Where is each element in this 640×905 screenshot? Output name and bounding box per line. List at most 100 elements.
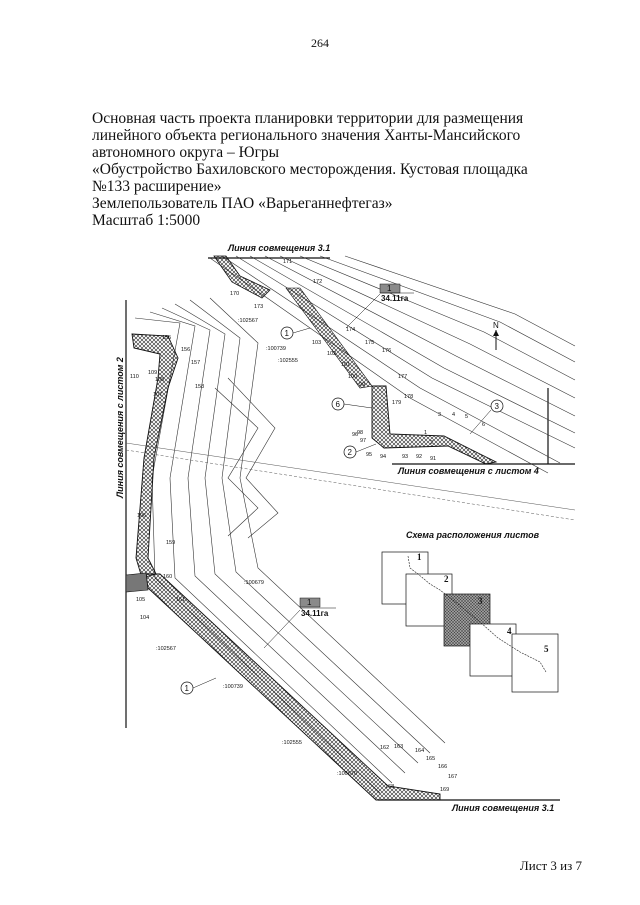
scheme-sheet-4 [469, 623, 517, 677]
svg-text:110: 110 [130, 374, 139, 380]
svg-text:95: 95 [366, 452, 372, 458]
svg-text:3: 3 [438, 412, 441, 418]
parcel-label-102567-top: :102567 [238, 318, 258, 324]
svg-text:1: 1 [185, 684, 190, 693]
svg-text:3: 3 [495, 402, 500, 411]
circle-marker-3: 3 [469, 399, 504, 435]
north-label: N [493, 321, 499, 330]
svg-text:172: 172 [313, 279, 322, 285]
svg-text:96: 96 [352, 432, 358, 438]
scale: Масштаб 1:5000 [92, 212, 201, 229]
svg-text:161: 161 [176, 597, 185, 603]
area-tag-bottom-value: 34.11га [301, 609, 329, 618]
parcel-label-100679: :100679 [244, 580, 264, 586]
svg-text:170: 170 [230, 291, 239, 297]
sheet-layout-scheme: Схема расположения листов 1 2 3 4 5 [381, 530, 559, 693]
svg-text:177: 177 [398, 374, 407, 380]
inner-boundary-2 [227, 377, 279, 539]
svg-text:167: 167 [448, 774, 457, 780]
svg-text:91: 91 [430, 456, 436, 462]
svg-text:104: 104 [140, 615, 149, 621]
svg-text:2: 2 [444, 574, 449, 584]
svg-text:1: 1 [417, 552, 422, 562]
area-tag-bottom: 1 34.11га [263, 597, 336, 649]
allotment-diag-top [285, 287, 373, 389]
match-line-left-label: Линия совмещения с листом 2 [115, 357, 125, 499]
svg-text:6: 6 [336, 400, 341, 409]
crossing-feature [125, 572, 149, 593]
title-line-2: линейного объекта регионального значения… [92, 127, 521, 144]
svg-text:157: 157 [191, 360, 200, 366]
parcel-label-100739-top: :100739 [266, 346, 286, 352]
svg-text:100: 100 [348, 374, 357, 380]
svg-text:109: 109 [148, 370, 157, 376]
title-line-1: Основная часть проекта планировки террит… [92, 110, 524, 127]
area-tag-top-number: 1 [387, 284, 392, 293]
area-tag-top-value: 34.11га [381, 294, 409, 303]
match-line-bottom-label: Линия совмещения 3.1 [451, 803, 554, 813]
match-line-top-label: Линия совмещения 3.1 [227, 243, 330, 253]
svg-text:164: 164 [415, 748, 424, 754]
svg-text:2: 2 [348, 448, 353, 457]
svg-text:102: 102 [327, 351, 336, 357]
svg-text:174: 174 [346, 327, 355, 333]
allotment-top [213, 255, 271, 299]
svg-text:171: 171 [283, 259, 292, 265]
svg-text:173: 173 [254, 304, 263, 310]
svg-text:163: 163 [394, 744, 403, 750]
cross-line-2 [125, 449, 576, 521]
corridor-lines-upper [209, 255, 576, 474]
svg-text:103: 103 [312, 340, 321, 346]
sheet-footer: Лист 3 из 7 [519, 858, 582, 873]
svg-text:159: 159 [166, 540, 175, 546]
page-number: 264 [311, 36, 329, 50]
match-line-right-label: Линия совмещения с листом 4 [397, 466, 539, 476]
svg-text:175: 175 [365, 340, 374, 346]
svg-text:105: 105 [136, 597, 145, 603]
svg-text:94: 94 [380, 454, 386, 460]
svg-text:155: 155 [162, 335, 171, 341]
svg-text:108: 108 [155, 377, 164, 383]
north-arrow: N [493, 321, 499, 350]
svg-text:160: 160 [163, 574, 172, 580]
circle-marker-2: 2 [343, 443, 377, 459]
svg-text:1: 1 [424, 430, 427, 436]
area-tag-bottom-number: 1 [307, 598, 312, 607]
allotment-diagonal [145, 573, 441, 801]
svg-text:4: 4 [452, 412, 455, 418]
svg-text:98: 98 [357, 430, 363, 436]
svg-text:92: 92 [416, 454, 422, 460]
svg-text:165: 165 [426, 756, 435, 762]
svg-text:3: 3 [478, 596, 483, 606]
parcel-label-100670: :100670 [337, 771, 357, 777]
svg-text:6: 6 [482, 422, 485, 428]
parcel-label-102555-top: :102555 [278, 358, 298, 364]
svg-text:162: 162 [380, 745, 389, 751]
point-labels: 170 171 172 173 174 175 176 177 178 179 … [130, 259, 485, 793]
svg-text:168: 168 [385, 784, 394, 790]
scheme-title: Схема расположения листов [406, 530, 540, 540]
svg-text:179: 179 [392, 400, 401, 406]
svg-text:5: 5 [465, 414, 468, 420]
svg-text:107: 107 [153, 392, 162, 398]
svg-text:156: 156 [181, 347, 190, 353]
svg-text:99: 99 [359, 382, 365, 388]
svg-text:93: 93 [402, 454, 408, 460]
svg-text:101: 101 [341, 362, 350, 368]
svg-text:158: 158 [195, 384, 204, 390]
allotment-pad [371, 385, 498, 465]
circle-marker-6: 6 [331, 397, 373, 411]
title-line-4: «Обустройство Бахиловского месторождения… [92, 161, 528, 178]
title-line-5: №133 расширение» [92, 178, 222, 195]
circle-marker-1-top: 1 [280, 326, 311, 340]
scheme-route [407, 555, 547, 673]
svg-text:106: 106 [137, 513, 146, 519]
svg-text:5: 5 [544, 644, 549, 654]
svg-text:178: 178 [404, 394, 413, 400]
svg-text:97: 97 [360, 438, 366, 444]
svg-text:169: 169 [440, 787, 449, 793]
svg-text:166: 166 [438, 764, 447, 770]
parcel-label-100739-bottom: :100739 [223, 684, 243, 690]
circle-marker-1-bottom: 1 [180, 677, 217, 695]
document-title: Основная часть проекта планировки террит… [92, 110, 562, 229]
